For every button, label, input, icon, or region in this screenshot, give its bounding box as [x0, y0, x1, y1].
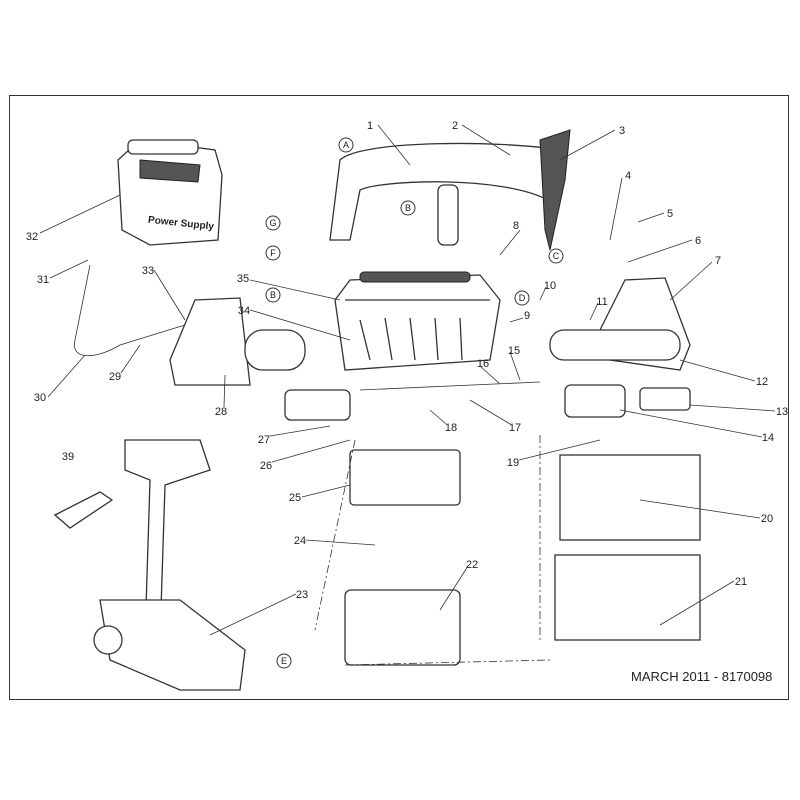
power-supply: Power Supply — [117, 139, 223, 246]
callout-4: 4 — [625, 170, 631, 182]
detail-letter: A — [343, 140, 349, 150]
track-right — [549, 329, 681, 361]
handle — [329, 129, 571, 251]
detail-letter: B — [270, 290, 276, 300]
callout-17: 17 — [509, 422, 521, 434]
brush-adapter — [639, 387, 691, 411]
filter-housing — [349, 449, 461, 506]
brush-left — [284, 389, 351, 421]
callout-33: 33 — [142, 265, 154, 277]
callout-15: 15 — [508, 345, 520, 357]
filter-bag — [559, 454, 701, 541]
callout-9: 9 — [524, 310, 530, 322]
detail-marker-B: B — [265, 287, 281, 303]
detail-letter: E — [281, 656, 287, 666]
callout-11: 11 — [596, 296, 607, 308]
callout-19: 19 — [507, 457, 519, 469]
callout-6: 6 — [695, 235, 701, 247]
detail-marker-D: D — [514, 290, 530, 306]
filter-frame — [554, 554, 701, 641]
callout-12: 12 — [756, 376, 768, 388]
detail-letter: C — [553, 251, 560, 261]
callout-29: 29 — [109, 371, 121, 383]
callout-30: 30 — [34, 392, 46, 404]
callout-31: 31 — [37, 274, 49, 286]
callout-27: 27 — [258, 434, 270, 446]
callout-16: 16 — [477, 358, 489, 370]
detail-letter: B — [405, 203, 411, 213]
detail-marker-C: C — [548, 248, 564, 264]
diagram-frame — [9, 95, 789, 700]
floating-cable — [74, 264, 186, 357]
callout-26: 26 — [260, 460, 272, 472]
callout-13: 13 — [776, 406, 788, 418]
callout-35: 35 — [237, 273, 249, 285]
callout-10: 10 — [544, 280, 556, 292]
track-left — [244, 329, 306, 371]
callout-2: 2 — [452, 120, 458, 132]
callout-23: 23 — [296, 589, 308, 601]
callout-25: 25 — [289, 492, 301, 504]
detail-marker-G: G — [265, 215, 281, 231]
callout-22: 22 — [466, 559, 478, 571]
remote-control — [53, 491, 114, 529]
detail-marker-B: B — [400, 200, 416, 216]
callout-20: 20 — [761, 513, 773, 525]
callout-5: 5 — [667, 208, 673, 220]
side-cover-left — [169, 297, 251, 386]
detail-letter: D — [519, 293, 526, 303]
callout-7: 7 — [715, 255, 721, 267]
callout-32: 32 — [26, 231, 38, 243]
detail-marker-F: F — [265, 245, 281, 261]
caddy-cart — [93, 439, 246, 691]
callout-3: 3 — [619, 125, 625, 137]
callout-21: 21 — [735, 576, 747, 588]
detail-marker-A: A — [338, 137, 354, 153]
callout-14: 14 — [762, 432, 774, 444]
callout-18: 18 — [445, 422, 457, 434]
callout-34: 34 — [238, 305, 250, 317]
detail-letter: G — [269, 218, 276, 228]
robot-body — [334, 271, 501, 371]
callout-39: 39 — [62, 451, 74, 463]
detail-letter: F — [270, 248, 276, 258]
callout-1: 1 — [367, 120, 373, 132]
revision-footer: MARCH 2011 - 8170098 — [631, 669, 773, 684]
brush-right — [564, 384, 626, 418]
filter-basket — [344, 589, 461, 666]
callout-28: 28 — [215, 406, 227, 418]
callout-8: 8 — [513, 220, 519, 232]
callout-24: 24 — [294, 535, 306, 547]
detail-marker-E: E — [276, 653, 292, 669]
